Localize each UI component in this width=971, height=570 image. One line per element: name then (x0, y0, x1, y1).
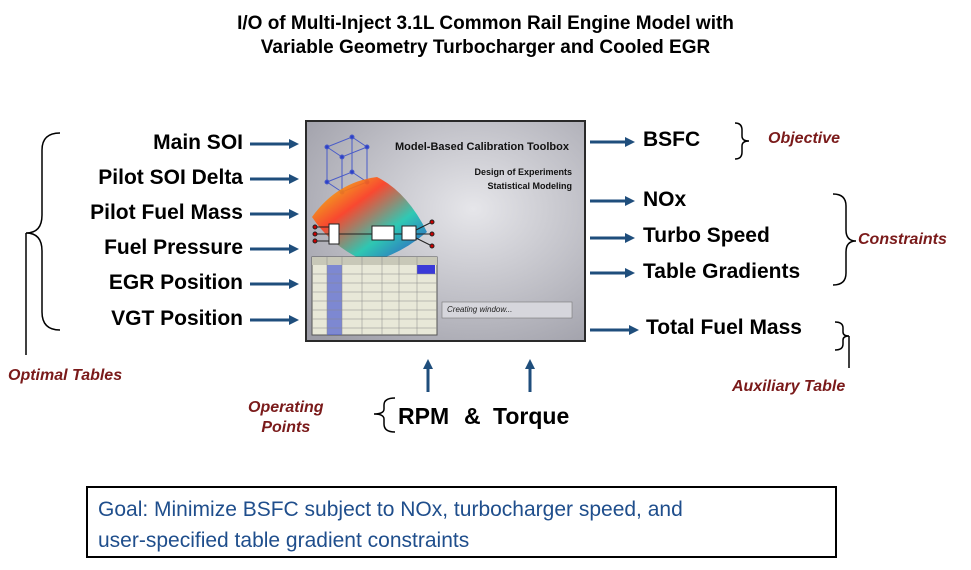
input-arrows (250, 139, 299, 325)
auxiliary-brace (834, 321, 850, 351)
torque-label: Torque (493, 403, 570, 429)
toolbox-splash-graphic (307, 122, 584, 340)
inputs-brace (25, 132, 61, 331)
output-bsfc: BSFC (643, 128, 701, 151)
constraints-brace (832, 193, 857, 286)
slide-title: I/O of Multi-Inject 3.1L Common Rail Eng… (0, 12, 971, 60)
status-bar (441, 301, 573, 319)
rpm-label: RPM (398, 403, 450, 429)
output-table-gradients: Table Gradients (643, 260, 801, 283)
operating-point-arrows (423, 359, 535, 392)
operating-points-line-1: Operating (248, 399, 324, 416)
goal-line-2: user-specified table gradient constraint… (98, 529, 470, 552)
output-turbo-speed: Turbo Speed (643, 224, 770, 247)
toolbox-status-text: Creating window... (447, 305, 513, 314)
surface-plot-icon (312, 177, 427, 262)
input-pilot-fuel-mass: Pilot Fuel Mass (90, 201, 243, 224)
input-main-soi: Main SOI (153, 131, 243, 154)
braces (25, 122, 857, 433)
ampersand-label: & (464, 403, 481, 429)
operating-points-line-2: Points (261, 419, 311, 436)
toolbox-splash-image: Model-Based Calibration Toolbox Design o… (305, 120, 586, 342)
input-pilot-soi-delta: Pilot SOI Delta (98, 166, 243, 189)
input-vgt-position: VGT Position (111, 307, 243, 330)
block-diagram-icon (312, 219, 435, 249)
operating-points-label: Operating Points (248, 398, 324, 438)
objective-brace (734, 122, 750, 160)
input-egr-position: EGR Position (108, 271, 243, 294)
input-fuel-pressure: Fuel Pressure (104, 236, 243, 259)
constraints-label: Constraints (858, 231, 947, 248)
title-line-2: Variable Geometry Turbocharger and Coole… (260, 37, 711, 58)
output-nox: NOx (643, 188, 687, 211)
toolbox-subtitle-2: Statistical Modeling (487, 181, 572, 191)
toolbox-subtitle-1: Design of Experiments (474, 167, 572, 177)
title-line-1: I/O of Multi-Inject 3.1L Common Rail Eng… (237, 13, 734, 34)
data-table-icon (311, 256, 438, 336)
goal-line-1: Goal: Minimize BSFC subject to NOx, turb… (98, 498, 683, 521)
objective-label: Objective (768, 130, 841, 147)
goal-box: Goal: Minimize BSFC subject to NOx, turb… (86, 486, 837, 558)
toolbox-title: Model-Based Calibration Toolbox (395, 141, 569, 153)
output-arrows (590, 137, 639, 335)
operating-points-brace (373, 397, 396, 433)
auxiliary-table-label: Auxiliary Table (732, 378, 846, 395)
optimal-tables-label: Optimal Tables (8, 367, 123, 384)
output-total-fuel-mass: Total Fuel Mass (646, 316, 802, 339)
